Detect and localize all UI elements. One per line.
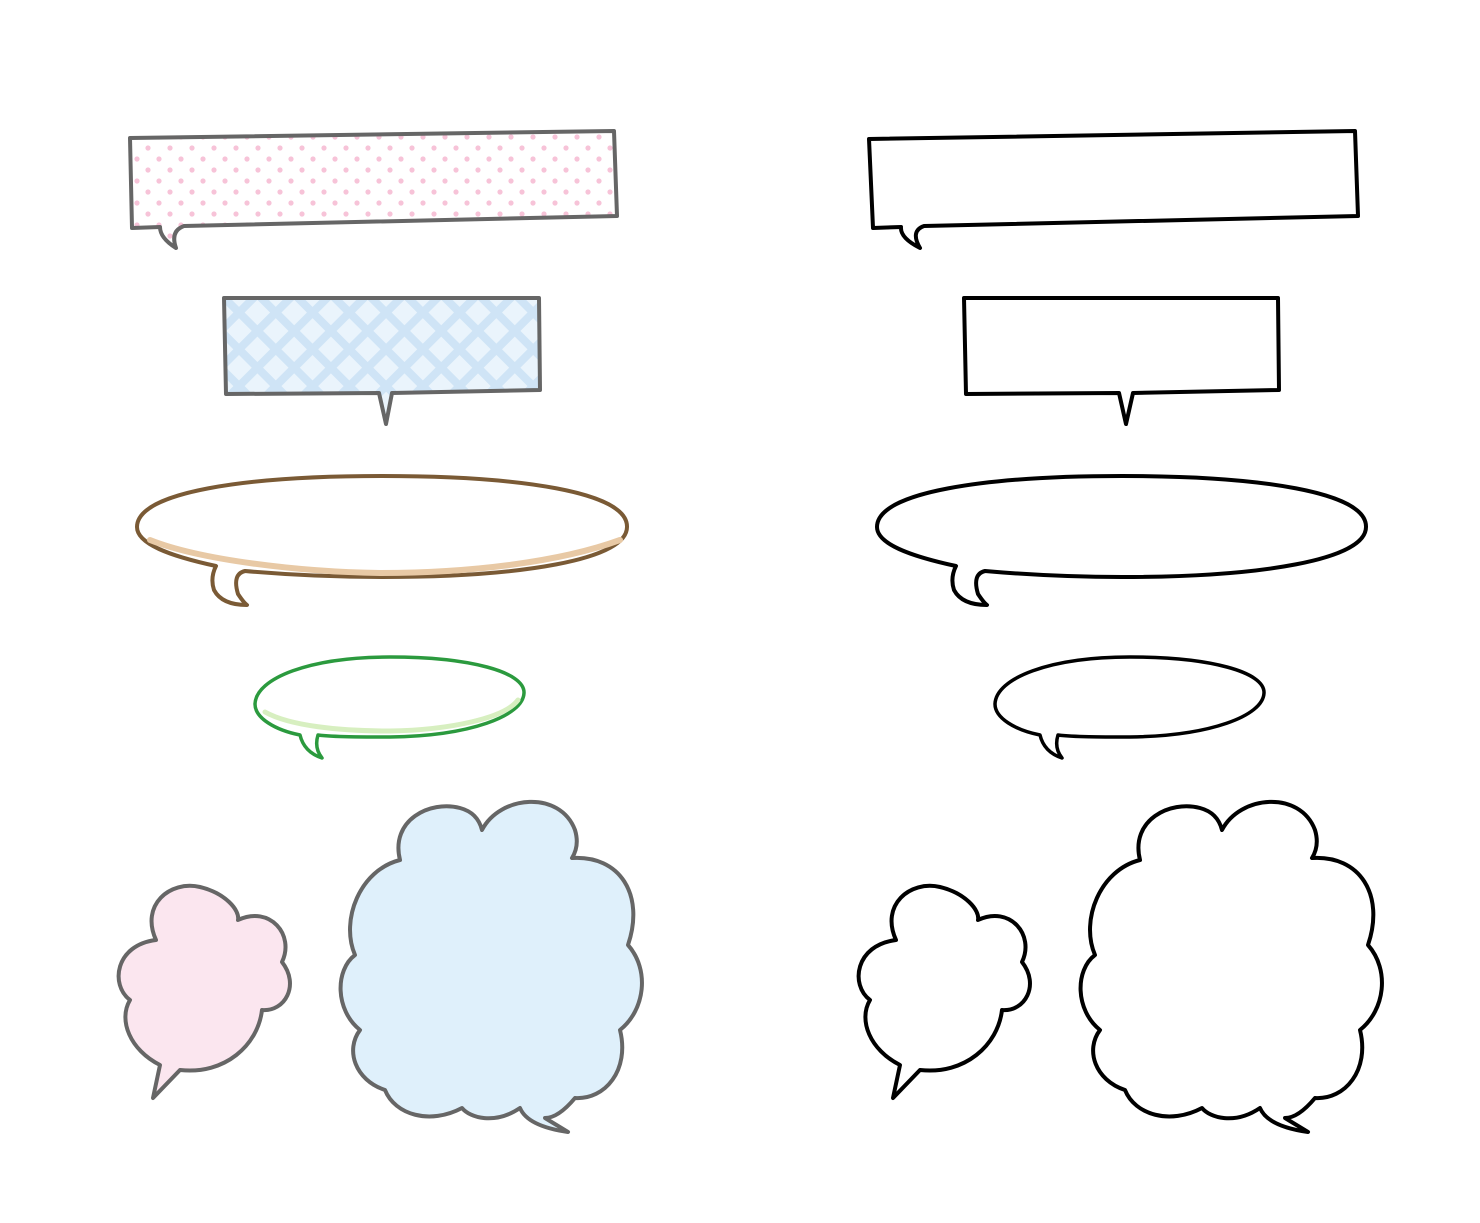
speech-bubble-rect-pink[interactable] <box>128 129 619 250</box>
thought-bubble-cloud-small-line[interactable] <box>856 883 1032 1100</box>
speech-bubble-rect-blue[interactable] <box>222 296 542 426</box>
speech-bubble-rect-narrow-line[interactable] <box>962 296 1281 426</box>
thought-bubble-cloud-blue[interactable] <box>338 799 644 1134</box>
thought-bubble-cloud-pink[interactable] <box>116 883 292 1100</box>
speech-bubble-oval-brown[interactable] <box>135 474 630 607</box>
speech-bubble-oval-small-line[interactable] <box>993 655 1266 760</box>
speech-bubble-oval-green[interactable] <box>253 655 526 760</box>
thought-bubble-cloud-large-line[interactable] <box>1078 799 1384 1134</box>
speech-bubble-oval-large-line[interactable] <box>875 474 1369 607</box>
speech-bubble-rect-wide-line[interactable] <box>867 129 1360 250</box>
